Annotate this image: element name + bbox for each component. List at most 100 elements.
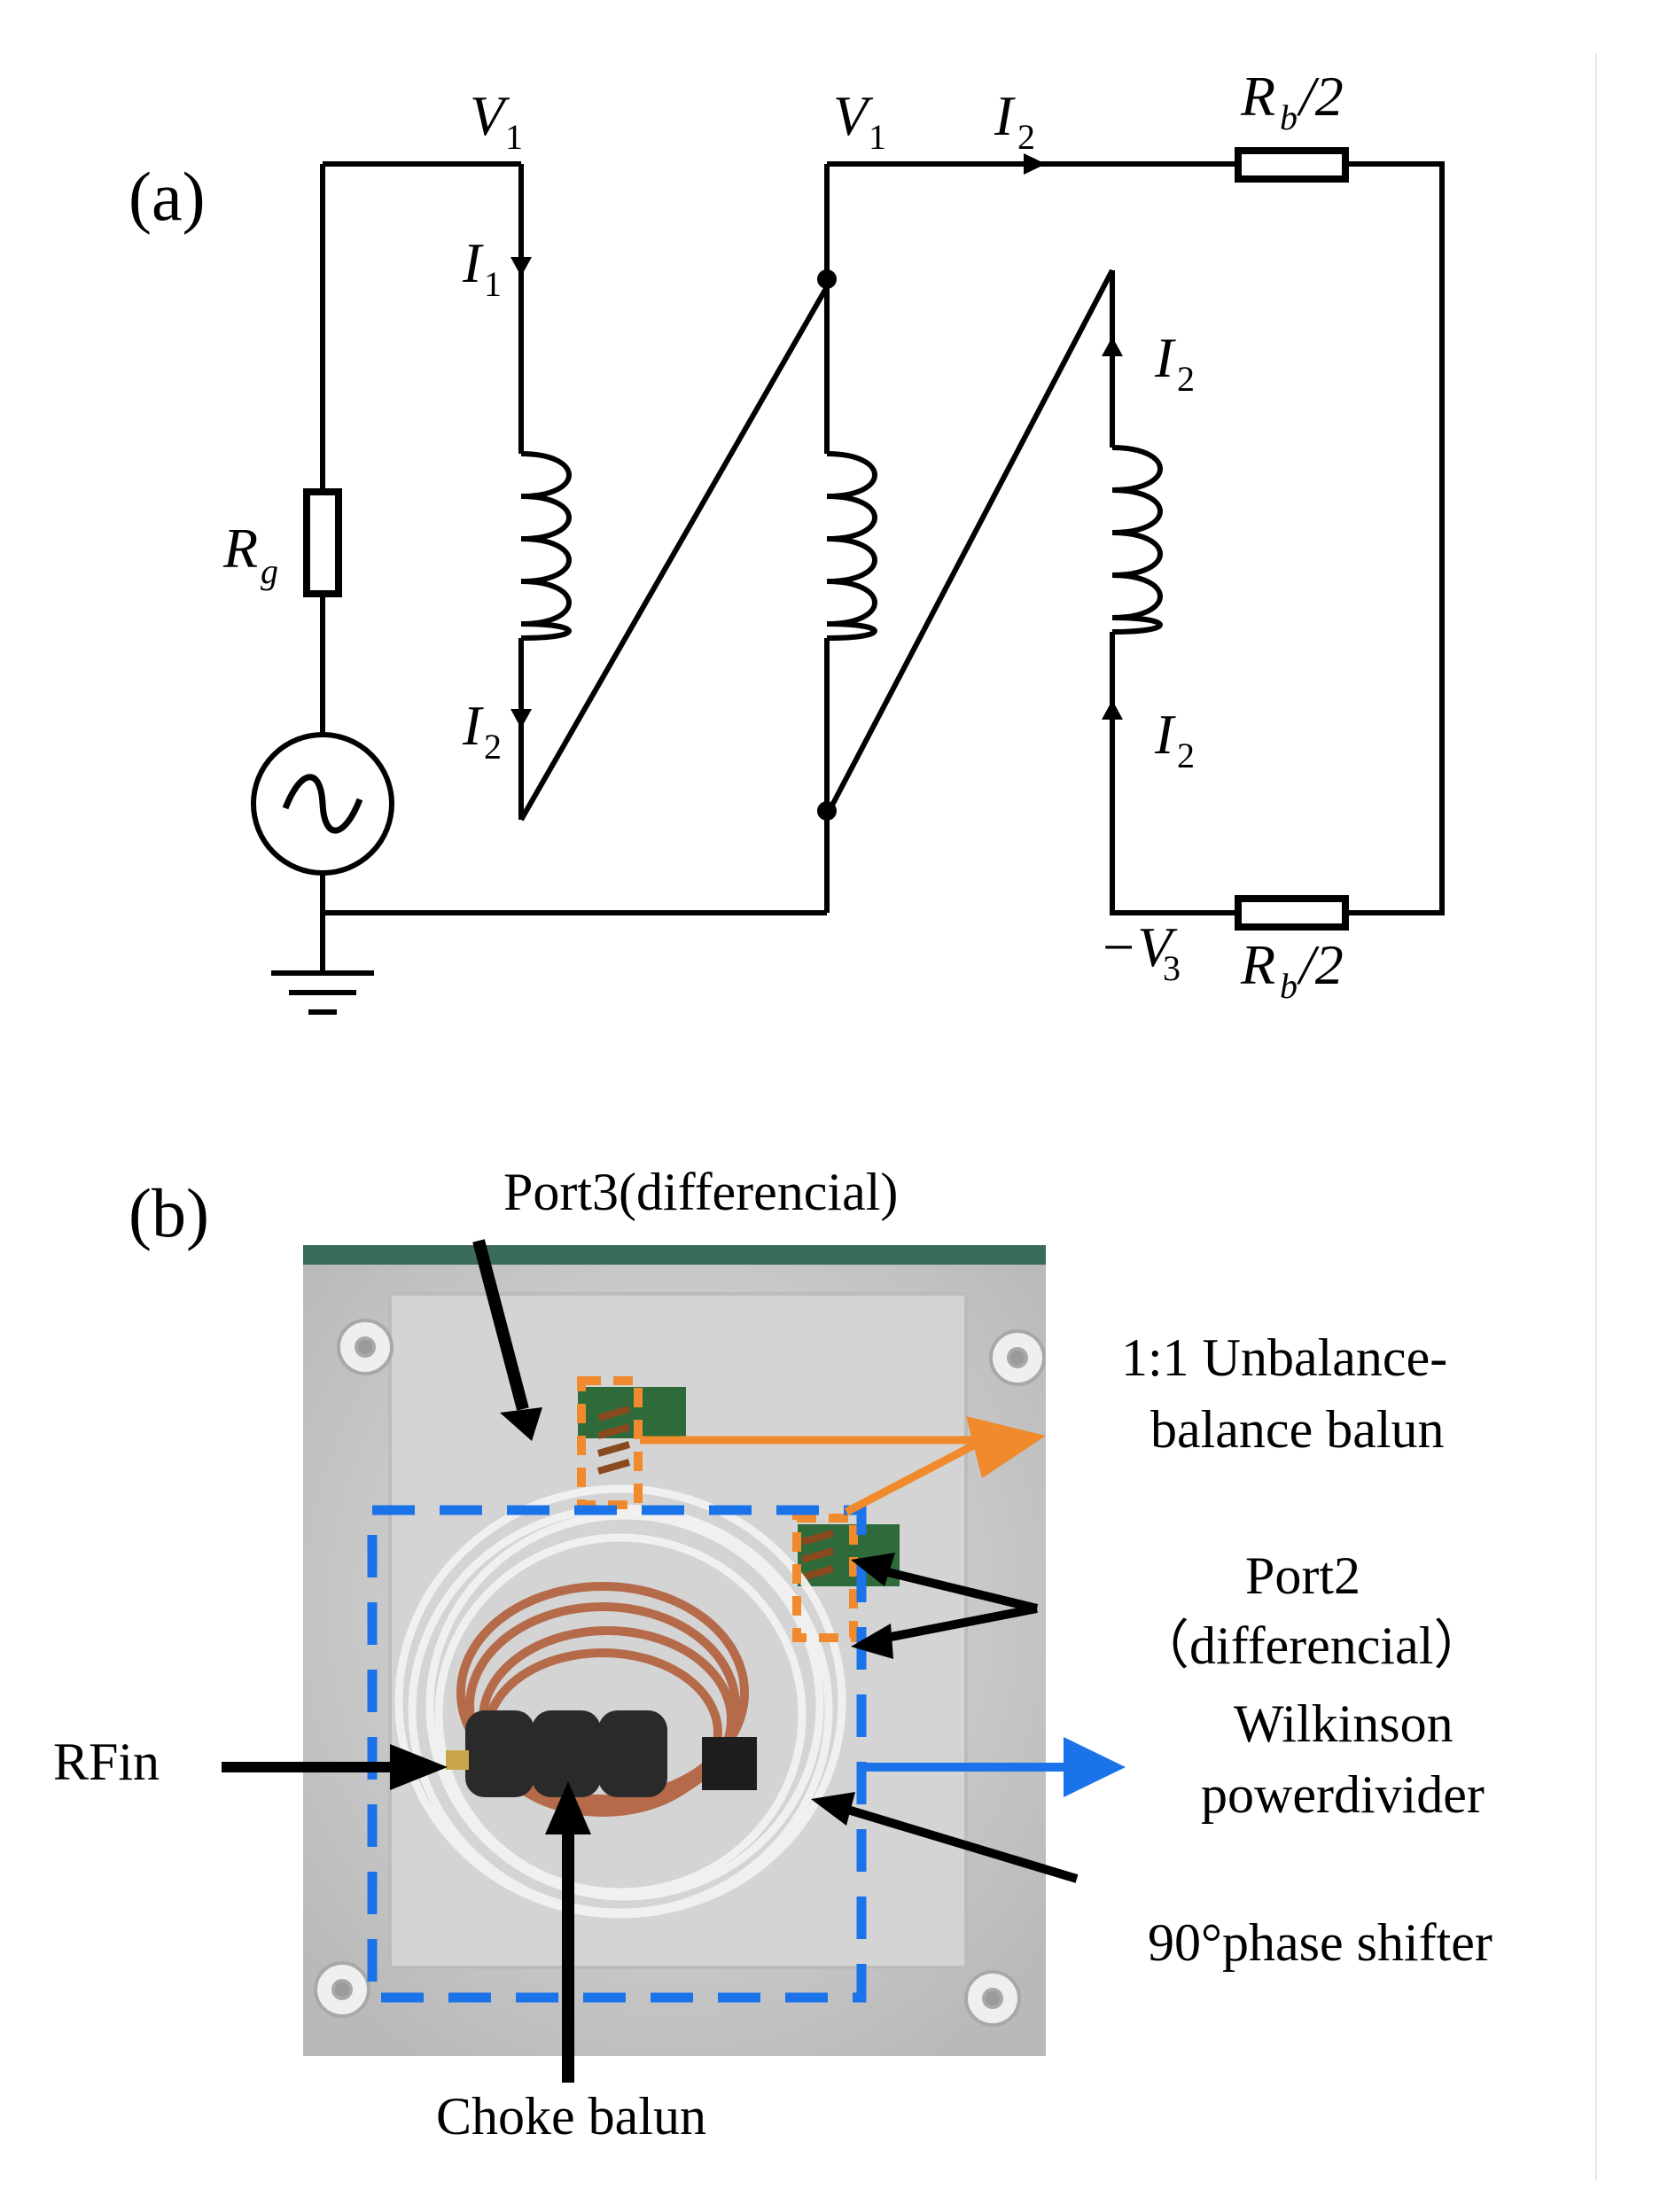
photo-enclosure (303, 1245, 1046, 2056)
arrow-phase-head (811, 1792, 855, 1826)
ac-source (251, 732, 394, 876)
sine-symbol (282, 774, 363, 834)
svg-text:g: g (261, 551, 278, 591)
arrow-port3-head (500, 1407, 542, 1441)
label-i2-top: I 2 (994, 84, 1035, 157)
arrow-i2-top (1024, 153, 1046, 175)
label-balun-line1: 1:1 Unbalance- (1121, 1328, 1447, 1387)
label-choke-balun: Choke balun (436, 2087, 706, 2146)
label-i2-right-top: I 2 (1154, 326, 1195, 399)
label-port2-line1: Port2 (1245, 1546, 1360, 1605)
arrow-port2-head-a (851, 1553, 895, 1586)
arrow-i2-right-top (1102, 337, 1123, 356)
ferrite-small (702, 1737, 757, 1790)
svg-text:2: 2 (484, 727, 502, 767)
cross-wire-2 (824, 269, 1115, 817)
svg-text:R: R (1240, 933, 1275, 996)
silver-cable-coil (394, 1484, 846, 1919)
orange-arrow-head (966, 1416, 1046, 1478)
wire-right (1347, 161, 1445, 915)
svg-text:1: 1 (505, 117, 523, 157)
orange-arrow-diag (844, 1437, 986, 1515)
label-rb-top: R b /2 (1240, 65, 1344, 137)
resistor-rb-top (1235, 147, 1349, 183)
junction-bottom (817, 801, 837, 821)
panel-b-tag: (b) (129, 1174, 209, 1251)
annotation-arrows (222, 1239, 1126, 2083)
arrow-port2-head-b (851, 1624, 893, 1659)
svg-text:b: b (1280, 966, 1298, 1006)
pcb-port3 (578, 1387, 686, 1438)
label-wilkinson-line2: powerdivider (1201, 1765, 1485, 1824)
mounting-posts (314, 1319, 1046, 2027)
label-v1-mid: V 1 (833, 84, 886, 157)
arrow-rfin-head (390, 1744, 448, 1790)
arrow-i1 (510, 257, 532, 276)
coil-1 (520, 451, 572, 641)
svg-text:3: 3 (1163, 948, 1181, 988)
label-i2-right-bottom: I 2 (1154, 703, 1195, 775)
svg-text:b: b (1280, 97, 1298, 137)
svg-text:2: 2 (1017, 117, 1035, 157)
label-rb-bottom: R b /2 (1240, 933, 1344, 1006)
junction-top (817, 269, 837, 289)
wire-coil3-bottom (1110, 632, 1236, 915)
balun-coil-right (800, 1530, 835, 1581)
svg-text:V: V (470, 84, 510, 147)
label-port3: Port3(differencial) (503, 1163, 898, 1221)
label-rg: R g (222, 517, 278, 591)
arrow-choke-head (545, 1781, 591, 1834)
label-i1: I 1 (462, 231, 502, 304)
label-balun-line2: balance balun (1150, 1400, 1445, 1459)
coil-3 (1111, 445, 1163, 635)
page-divider (1595, 53, 1597, 2180)
label-v3: −V 3 (1099, 915, 1181, 988)
svg-text:1: 1 (869, 117, 886, 157)
label-wilkinson-line1: Wilkinson (1234, 1694, 1453, 1753)
svg-text:I: I (1154, 703, 1176, 766)
wire-bottom-left (320, 873, 827, 915)
balun-box-right (792, 1514, 858, 1642)
cross-wire-1 (518, 277, 834, 822)
label-rfin: RFin (53, 1733, 160, 1791)
arrow-port2-b (877, 1604, 1038, 1644)
resistor-rg (303, 488, 342, 597)
label-port2-line2: （differencial） (1136, 1616, 1486, 1675)
arrow-phase-line (840, 1803, 1079, 1883)
label-phase-shifter: 90°phase shifter (1148, 1913, 1492, 1972)
arrow-port3-line (472, 1239, 529, 1411)
balun-box-top (577, 1376, 643, 1509)
arrow-port2-a (871, 1564, 1039, 1613)
svg-text:1: 1 (484, 264, 502, 304)
svg-text:I: I (1154, 326, 1176, 389)
svg-text:I: I (462, 231, 484, 294)
coil-2 (826, 451, 877, 641)
arrow-i2-right-bottom (1102, 700, 1123, 720)
label-v1-left: V 1 (470, 84, 523, 157)
label-i2-left: I 2 (462, 694, 502, 767)
power-divider-box (367, 1505, 867, 2003)
svg-text:V: V (833, 84, 874, 147)
svg-text:/2: /2 (1297, 65, 1344, 128)
rf-connector (446, 1750, 469, 1770)
svg-text:I: I (462, 694, 484, 757)
enclosure-top-edge (303, 1245, 1046, 1265)
panel-a-circuit (251, 147, 1445, 1015)
balun-coil-top (596, 1406, 631, 1475)
svg-text:R: R (1240, 65, 1275, 128)
svg-text:I: I (994, 84, 1016, 147)
resistor-rb-bottom (1235, 895, 1349, 931)
ferrite-cores (465, 1710, 667, 1797)
arrow-i2-left (510, 709, 532, 728)
blue-arrow-head (1064, 1737, 1126, 1797)
svg-text:R: R (222, 517, 258, 580)
svg-text:2: 2 (1177, 359, 1195, 399)
svg-text:−V: −V (1099, 915, 1178, 978)
panel-a-tag: (a) (129, 158, 206, 235)
svg-text:2: 2 (1177, 736, 1195, 775)
ground-symbol (271, 970, 374, 1015)
current-arrows (510, 153, 1123, 728)
svg-text:/2: /2 (1297, 933, 1344, 996)
